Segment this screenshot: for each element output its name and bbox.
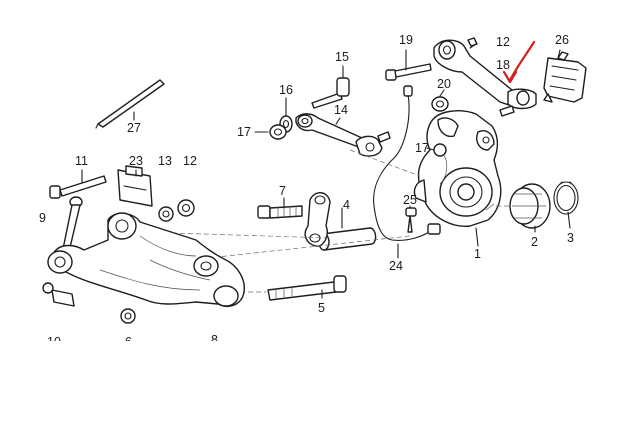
- part-17-nut-left: [269, 124, 287, 140]
- callout-17-left: 17: [237, 125, 251, 139]
- part-23-bracket: [117, 165, 153, 207]
- callout-5: 5: [318, 301, 325, 315]
- part-12-washer: [177, 199, 195, 217]
- callout-12-top: 12: [496, 35, 510, 49]
- callout-4: 4: [343, 198, 350, 212]
- part-13-nut: [158, 206, 174, 222]
- part-lower-control-arm: [47, 212, 245, 308]
- callout-26: 26: [555, 33, 569, 47]
- callout-9: 9: [39, 211, 46, 225]
- alignment-lines: [139, 149, 512, 293]
- part-1-wheel-carrier: [413, 110, 502, 227]
- callout-19: 19: [399, 33, 413, 47]
- callout-27: 27: [127, 121, 141, 135]
- part-7-bolt: [257, 205, 303, 219]
- part-19-bolt: [385, 63, 432, 81]
- annotation-arrow: [502, 40, 536, 84]
- callout-23: 23: [129, 154, 143, 168]
- callout-24: 24: [389, 259, 403, 273]
- part-25-bolt: [405, 207, 417, 233]
- callout-3: 3: [567, 231, 574, 245]
- callout-1: 1: [474, 247, 481, 261]
- part-18-upper-control-arm: [433, 37, 537, 117]
- part-3-circlip: [553, 181, 579, 215]
- part-14-link-arm: [295, 113, 391, 157]
- part-24-sensor-cable: [373, 85, 441, 241]
- part-27-rod: [95, 79, 165, 129]
- callout-12-lower: 12: [183, 154, 197, 168]
- part-5-bolt: [267, 275, 347, 301]
- callout-15: 15: [335, 50, 349, 64]
- part-4-link: [304, 192, 331, 247]
- callout-13: 13: [158, 154, 172, 168]
- part-17-nut-right: [433, 143, 447, 157]
- part-26-bracket: [543, 51, 587, 103]
- callout-20: 20: [437, 77, 451, 91]
- part-20-bushing: [431, 96, 449, 112]
- part-9-bolt: [61, 196, 83, 257]
- callout-25: 25: [403, 193, 417, 207]
- callout-11: 11: [75, 154, 88, 168]
- callout-8: 8: [211, 333, 218, 347]
- part-10-small-part: [42, 282, 75, 307]
- callout-18: 18: [496, 58, 510, 72]
- part-15-bolt: [311, 77, 350, 109]
- callout-2: 2: [531, 235, 538, 249]
- part-2-wheel-bearing: [509, 183, 551, 229]
- blank-area: [0, 341, 643, 448]
- callout-14: 14: [334, 103, 348, 117]
- leader-lines: [81, 43, 571, 299]
- part-6-nut: [120, 308, 136, 324]
- callout-17-right: 17: [415, 141, 429, 155]
- callout-7: 7: [279, 184, 286, 198]
- callout-16: 16: [279, 83, 293, 97]
- part-11-bolt: [49, 175, 107, 199]
